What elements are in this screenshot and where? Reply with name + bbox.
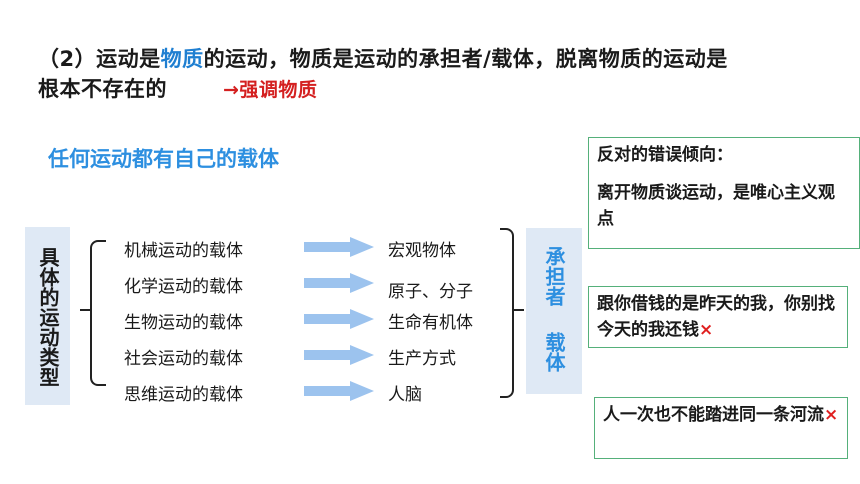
carrier-panel: 承担者 载体 xyxy=(526,228,582,394)
category-panel: 具体的运动类型 xyxy=(25,227,70,405)
wrong-mark-icon: × xyxy=(824,405,839,425)
wrong-mark-icon: × xyxy=(699,320,714,340)
right-brace-tick xyxy=(514,309,524,311)
oppose-body: 离开物质谈运动，是唯心主义观点 xyxy=(597,183,835,229)
oppose-card: 反对的错误倾向： 离开物质谈运动，是唯心主义观点 xyxy=(588,137,860,249)
row-source-3: 生物运动的载体 xyxy=(124,313,243,333)
arrow-right-icon xyxy=(304,309,374,329)
heading-highlight: 物质 xyxy=(160,47,204,71)
row-carrier-5: 人脑 xyxy=(388,385,422,405)
heading-part1: （2）运动是 xyxy=(38,47,161,71)
example-card-2: 人一次也不能踏进同一条河流× xyxy=(594,397,848,459)
arrow-right-icon xyxy=(304,345,374,365)
row-carrier-4: 生产方式 xyxy=(388,349,456,369)
example-text-1: 跟你借钱的是昨天的我，你别找今天的我还钱 xyxy=(597,294,835,340)
left-brace xyxy=(90,240,106,386)
example-text-2: 人一次也不能踏进同一条河流 xyxy=(603,405,824,425)
arrow-right-icon xyxy=(304,237,374,257)
heading-part2: 的运动，物质是运动的承担者/载体，脱离物质的运动是根本不存在的 xyxy=(38,47,728,101)
arrow-right-icon xyxy=(304,273,374,293)
category-label: 具体的运动类型 xyxy=(36,247,60,387)
row-carrier-1: 宏观物体 xyxy=(388,241,456,261)
carrier-label-1: 承担者 xyxy=(542,246,566,306)
row-source-2: 化学运动的载体 xyxy=(124,277,243,297)
row-source-4: 社会运动的载体 xyxy=(124,349,243,369)
oppose-title: 反对的错误倾向： xyxy=(597,145,733,165)
row-carrier-2: 原子、分子 xyxy=(388,282,473,302)
carrier-label-2: 载体 xyxy=(542,332,566,372)
subtitle: 任何运动都有自己的载体 xyxy=(48,147,279,171)
row-source-5: 思维运动的载体 xyxy=(124,385,243,405)
arrow-right-icon xyxy=(304,381,374,401)
heading-emphasis: →强调物质 xyxy=(223,79,318,101)
heading-paragraph: （2）运动是物质的运动，物质是运动的承担者/载体，脱离物质的运动是根本不存在的→… xyxy=(38,44,738,105)
row-source-1: 机械运动的载体 xyxy=(124,241,243,261)
right-brace xyxy=(500,228,514,398)
example-card-1: 跟你借钱的是昨天的我，你别找今天的我还钱× xyxy=(588,286,848,348)
row-carrier-3: 生命有机体 xyxy=(388,313,473,333)
left-brace-tick xyxy=(80,309,90,311)
